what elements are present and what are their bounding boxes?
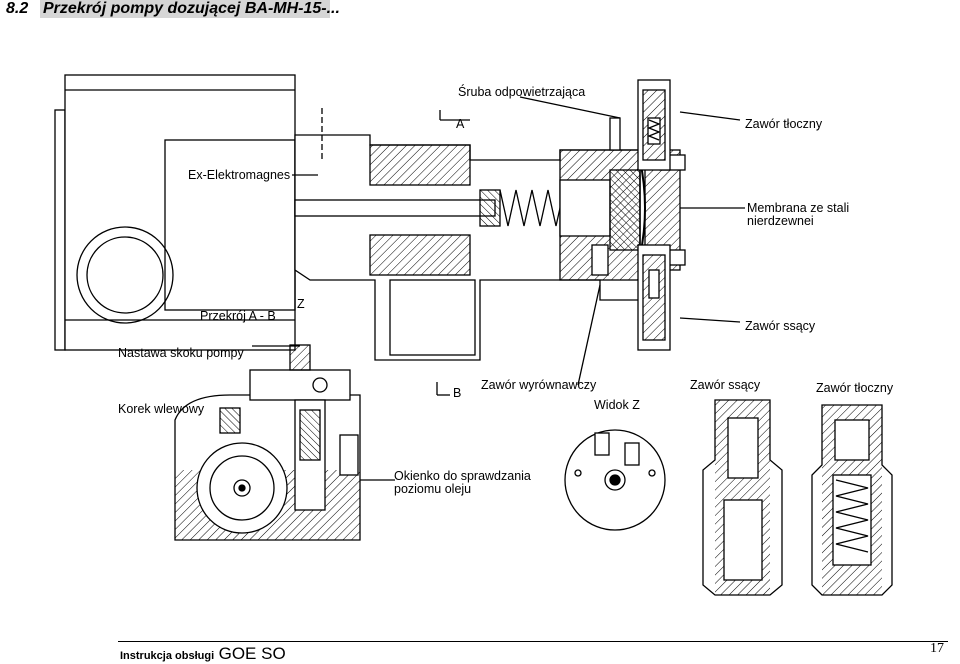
label-oil-window-line1: Okienko do sprawdzania — [394, 469, 531, 483]
fill-plug — [219, 407, 241, 434]
footer: Instrukcja obsługi GOE SO — [120, 644, 286, 664]
label-membrane: Membrana ze stali nierdzewnei — [747, 202, 849, 228]
label-suction-valve-top: Zawór ssący — [745, 319, 816, 333]
section-number: 8.2 — [6, 0, 29, 17]
label-oil-window: Okienko do sprawdzania poziomu oleju — [394, 470, 531, 496]
label-section-ab: Przekrój A - B — [200, 309, 276, 323]
label-membrane-line1: Membrana ze stali — [747, 201, 850, 215]
label-b-mark: B — [453, 386, 462, 400]
motor-end-plate — [54, 109, 66, 351]
footer-manual-label: Instrukcja obsługi — [120, 650, 215, 662]
footer-divider — [118, 641, 948, 642]
label-vent-screw: Śruba odpowietrzająca — [458, 85, 586, 99]
label-fill-plug: Korek wlewowy — [118, 402, 205, 416]
discharge-spring — [835, 479, 869, 553]
header-bar — [40, 0, 330, 18]
body-hatch-lower — [369, 234, 471, 276]
label-discharge-valve-top: Zawór tłoczny — [745, 117, 823, 131]
shaft — [294, 199, 496, 217]
motor-circle-outer — [76, 226, 174, 324]
label-z-mark: Z — [297, 297, 305, 311]
label-suction-valve-bottom: Zawór ssący — [690, 378, 761, 392]
label-a-mark: A — [456, 117, 465, 131]
label-view-z: Widok Z — [594, 398, 640, 412]
motor-housing — [64, 74, 296, 351]
oil-level-window — [339, 434, 359, 476]
label-discharge-valve-bottom: Zawór tłoczny — [816, 381, 894, 395]
label-oil-window-line2: poziomu oleju — [394, 482, 472, 496]
label-electromagnet: Ex-Elektromagnes — [188, 168, 291, 182]
page-title: Przekrój pompy dozującej BA-MH-15-... — [43, 0, 340, 17]
stroke-adjust-housing — [249, 369, 351, 401]
footer-product: GOE SO — [218, 644, 286, 663]
label-relief-valve: Zawór wyrównawczy — [481, 378, 597, 392]
label-membrane-line2: nierdzewnei — [747, 214, 814, 228]
page-number: 17 — [930, 641, 944, 656]
vent-screw — [609, 117, 621, 151]
main-spring — [499, 189, 565, 227]
membrane — [639, 159, 646, 257]
body-hatch-upper — [369, 144, 471, 186]
label-stroke-adjust: Nastawa skoku pompy — [118, 346, 244, 360]
